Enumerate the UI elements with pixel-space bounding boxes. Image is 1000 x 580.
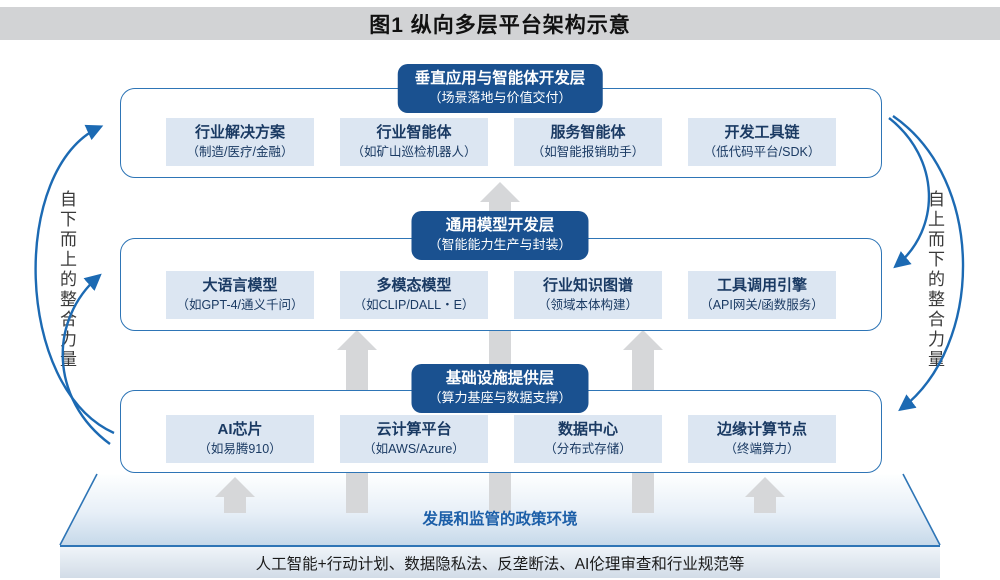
item-label: 工具调用引擎: [716, 277, 807, 295]
layer-items-row: 大语言模型 （如GPT-4/通义千问） 多模态模型 （如CLIP/DALL・E）…: [166, 271, 836, 319]
item-note: （如CLIP/DALL・E）: [353, 298, 475, 313]
item-label: 云计算平台: [376, 421, 452, 439]
layer-item: 边缘计算节点 （终端算力）: [688, 415, 836, 463]
regulations-text: 人工智能+行动计划、数据隐私法、反垄断法、AI伦理审查和行业规范等: [255, 555, 745, 573]
layer-item: 数据中心 （分布式存储）: [514, 415, 662, 463]
arrow-head: [337, 330, 377, 350]
layer-name: 基础设施提供层: [445, 370, 555, 387]
layer-item: 服务智能体 （如智能报销助手）: [514, 118, 662, 166]
policy-environment-label: 发展和监管的政策环境: [422, 511, 578, 528]
item-label: AI芯片: [217, 421, 263, 439]
arrow-head: [745, 477, 785, 497]
arrow-shaft: [224, 497, 246, 513]
item-label: 数据中心: [557, 421, 618, 439]
layer-item: AI芯片 （如易腾910）: [166, 415, 314, 463]
arrow-shaft: [754, 497, 776, 513]
layer-item: 云计算平台 （如AWS/Azure）: [340, 415, 488, 463]
item-note: （分布式存储）: [544, 442, 632, 457]
layer-name: 垂直应用与智能体开发层: [414, 70, 586, 87]
item-note: （如易腾910）: [198, 442, 282, 457]
side-label-bottom-up: 自下而上的整合力量: [57, 190, 76, 370]
layer-subtitle: （智能能力生产与封装）: [428, 236, 572, 252]
layer-badge-vertical-application: 垂直应用与智能体开发层 （场景落地与价值交付）: [397, 64, 603, 113]
title-band: 图1 纵向多层平台架构示意: [0, 7, 1000, 40]
layer-item: 行业智能体 （如矿山巡检机器人）: [340, 118, 488, 166]
layer-item: 行业知识图谱 （领域本体构建）: [514, 271, 662, 319]
layer-subtitle: （场景落地与价值交付）: [428, 89, 572, 105]
item-note: （终端算力）: [724, 442, 800, 457]
item-note: （如智能报销助手）: [531, 145, 645, 160]
item-note: （如矿山巡检机器人）: [351, 145, 477, 160]
layer-items-row: AI芯片 （如易腾910） 云计算平台 （如AWS/Azure） 数据中心 （分…: [166, 415, 836, 463]
up-arrow-icon: [215, 477, 255, 513]
item-note: （制造/医疗/金融）: [186, 145, 294, 160]
layer-item: 开发工具链 （低代码平台/SDK）: [688, 118, 836, 166]
item-label: 边缘计算节点: [716, 421, 807, 439]
arrow-head: [480, 182, 520, 202]
item-note: （如AWS/Azure）: [363, 442, 465, 457]
layer-item: 行业解决方案 （制造/医疗/金融）: [166, 118, 314, 166]
item-label: 多模态模型: [376, 277, 452, 295]
item-note: （API网关/函数服务）: [700, 298, 824, 313]
item-note: （低代码平台/SDK）: [703, 145, 821, 160]
arrow-head: [215, 477, 255, 497]
item-label: 开发工具链: [724, 124, 800, 142]
layer-items-row: 行业解决方案 （制造/医疗/金融） 行业智能体 （如矿山巡检机器人） 服务智能体…: [166, 118, 836, 166]
item-note: （领域本体构建）: [537, 298, 638, 313]
layer-item: 大语言模型 （如GPT-4/通义千问）: [166, 271, 314, 319]
up-arrow-icon: [745, 477, 785, 513]
arrow-head: [623, 330, 663, 350]
layer-badge-general-model: 通用模型开发层 （智能能力生产与封装）: [411, 211, 589, 260]
item-label: 行业智能体: [376, 124, 452, 142]
layer-name: 通用模型开发层: [445, 217, 555, 234]
item-label: 大语言模型: [202, 277, 278, 295]
item-note: （如GPT-4/通义千问）: [176, 298, 304, 313]
layer-subtitle: （算力基座与数据支撑）: [428, 389, 572, 405]
item-label: 服务智能体: [550, 124, 626, 142]
layer-item: 多模态模型 （如CLIP/DALL・E）: [340, 271, 488, 319]
layer-item: 工具调用引擎 （API网关/函数服务）: [688, 271, 836, 319]
diagram-title: 图1 纵向多层平台架构示意: [369, 13, 631, 37]
side-label-top-down: 自上而下的整合力量: [925, 190, 944, 370]
layer-badge-infrastructure: 基础设施提供层 （算力基座与数据支撑）: [411, 364, 589, 413]
item-label: 行业知识图谱: [542, 277, 633, 295]
regulations-bar: 人工智能+行动计划、数据隐私法、反垄断法、AI伦理审查和行业规范等: [60, 545, 940, 578]
item-label: 行业解决方案: [194, 124, 285, 142]
